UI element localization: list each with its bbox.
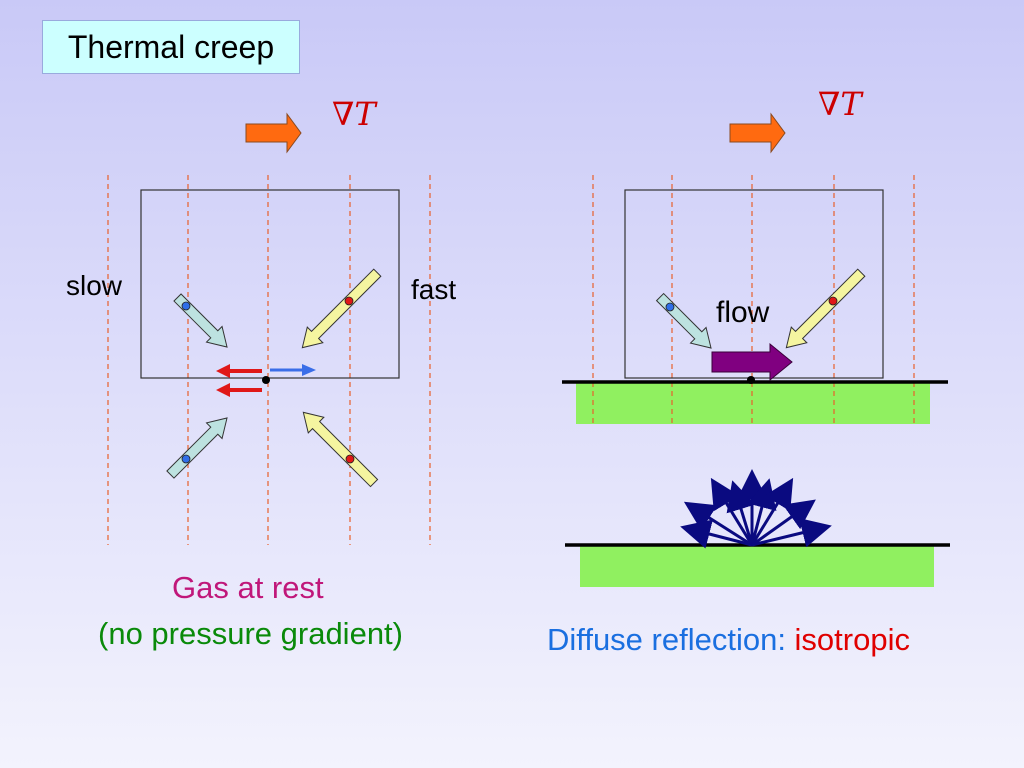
slow-particle xyxy=(665,302,675,312)
fast-label: fast xyxy=(411,274,457,305)
caption-diffuse-reflection: Diffuse reflection: isotropic xyxy=(547,622,910,658)
caption-isotropic-label: isotropic xyxy=(794,622,910,657)
center-point-right xyxy=(747,376,755,384)
left-control-box xyxy=(140,189,400,379)
momentum-arrow-red-lower xyxy=(216,383,262,397)
flow-arrow xyxy=(711,342,793,382)
reflection-arrows xyxy=(680,469,832,549)
slow-particle xyxy=(181,301,191,311)
fast-particle-arrow-upper xyxy=(301,268,382,349)
center-point-left xyxy=(262,376,270,384)
title-box: Thermal creep xyxy=(42,20,300,74)
fast-particle-arrow-right xyxy=(785,268,866,349)
left-dashed-lines xyxy=(107,175,431,545)
momentum-arrow-blue xyxy=(270,364,316,376)
slow-particle-arrow-lower xyxy=(166,417,228,479)
fast-particle xyxy=(344,296,354,306)
gradient-arrow-right xyxy=(729,112,786,154)
slow-particle-arrow-right xyxy=(655,292,712,349)
fast-particle xyxy=(345,454,355,464)
gradient-arrow-left xyxy=(245,112,302,154)
momentum-arrow-red-upper xyxy=(216,364,262,378)
wall-block-lower xyxy=(580,546,934,587)
fast-particle xyxy=(828,296,838,306)
slide-title: Thermal creep xyxy=(67,28,275,65)
fast-particle-arrow-lower xyxy=(302,411,379,488)
wall-block-upper xyxy=(576,382,930,424)
caption-no-pressure-gradient: (no pressure gradient) xyxy=(98,616,403,651)
flow-label: flow xyxy=(716,296,770,329)
slow-label: slow xyxy=(66,270,123,301)
gradient-symbol-right: ∇T xyxy=(818,85,864,123)
slow-particle-arrow-upper xyxy=(173,293,228,348)
slow-particle xyxy=(181,454,191,464)
gradient-symbol-left: ∇T xyxy=(332,95,378,133)
caption-diffuse-label: Diffuse reflection: xyxy=(547,622,795,657)
caption-gas-at-rest: Gas at rest xyxy=(172,570,324,605)
